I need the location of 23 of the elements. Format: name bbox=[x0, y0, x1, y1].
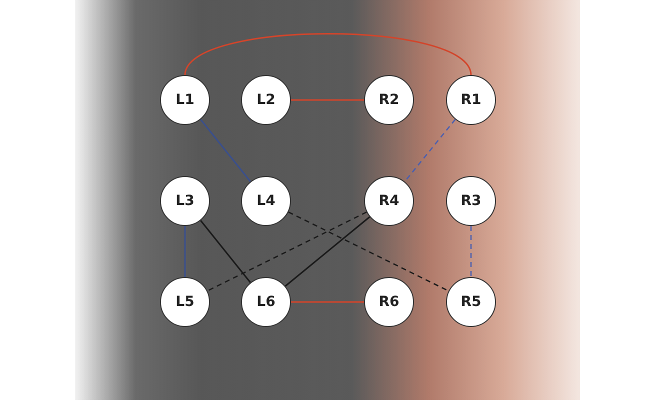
node-label: R5 bbox=[460, 294, 482, 310]
node-label: L2 bbox=[256, 92, 276, 108]
connector-line bbox=[291, 301, 364, 303]
node-label: R3 bbox=[460, 193, 482, 209]
connector-line bbox=[288, 211, 449, 292]
node-label: L4 bbox=[256, 193, 276, 209]
connector-line bbox=[404, 119, 456, 182]
connector-line bbox=[184, 33, 472, 76]
node-label: R1 bbox=[460, 92, 482, 108]
connector-line bbox=[284, 216, 370, 287]
connector-line bbox=[184, 226, 186, 277]
node-label: L3 bbox=[176, 193, 194, 209]
node-label: L1 bbox=[176, 92, 194, 108]
node-label: R6 bbox=[378, 294, 400, 310]
connector-line bbox=[200, 119, 251, 182]
connector-line bbox=[470, 226, 472, 277]
node-label: L6 bbox=[256, 294, 276, 310]
connector-line bbox=[291, 99, 364, 101]
connector-line bbox=[207, 212, 367, 292]
node-label: R4 bbox=[378, 193, 400, 209]
node-label: L5 bbox=[176, 294, 194, 310]
connector-line bbox=[200, 220, 251, 283]
node-label: R2 bbox=[378, 92, 400, 108]
